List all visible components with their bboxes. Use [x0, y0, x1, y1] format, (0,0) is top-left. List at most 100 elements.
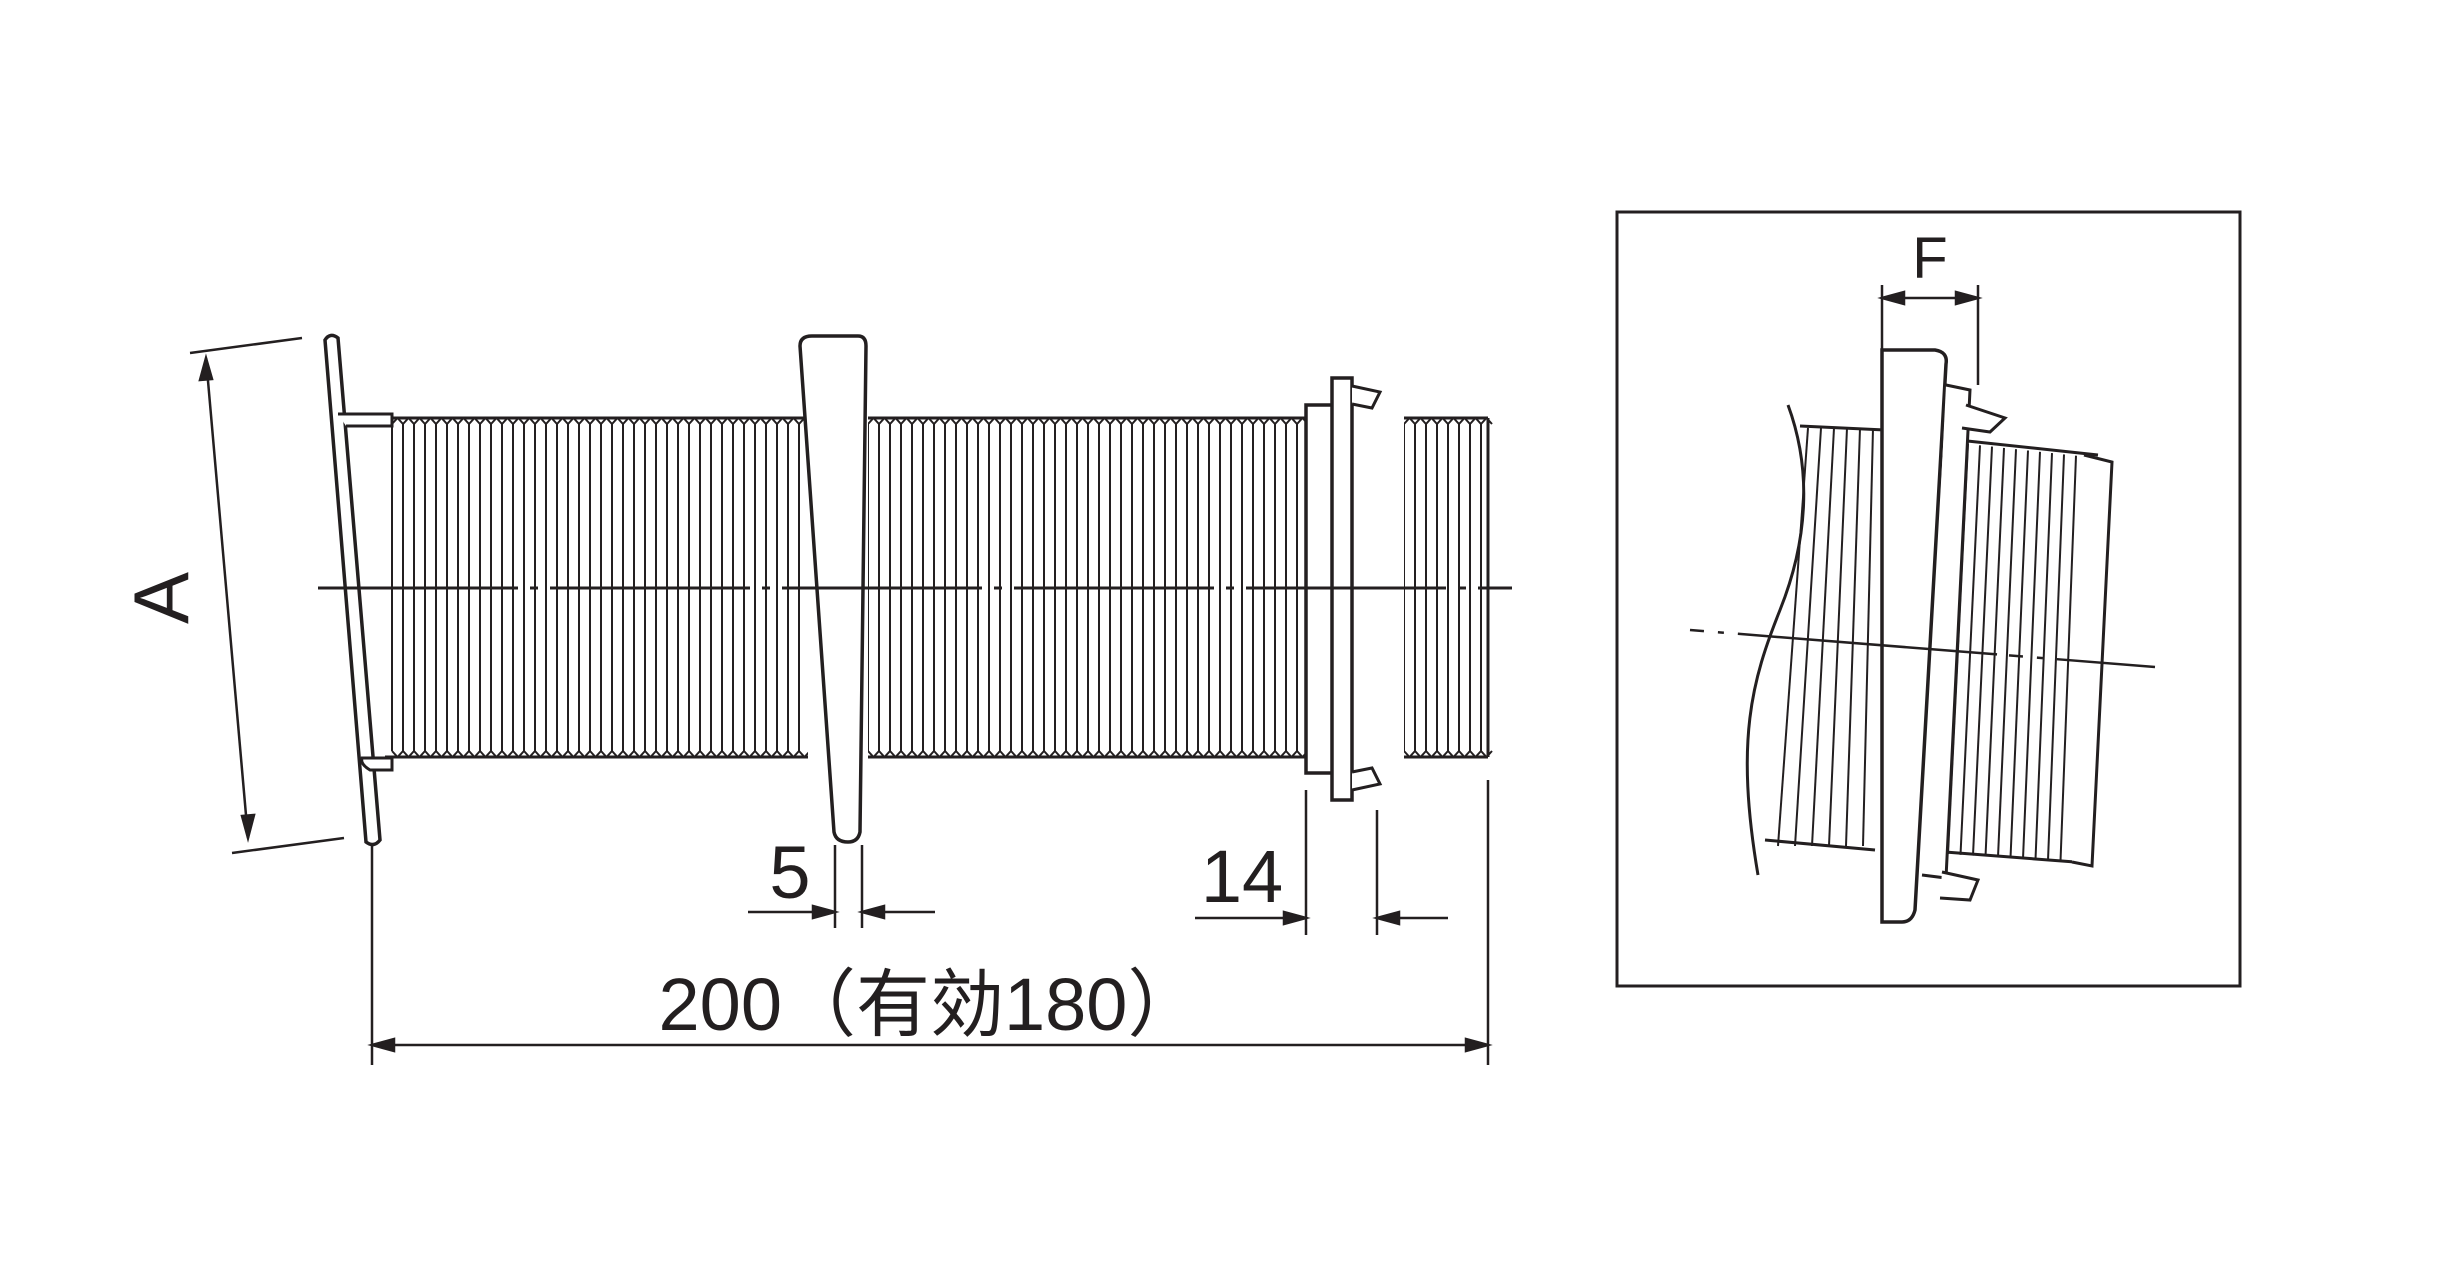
- thread-crest: [1131, 416, 1144, 425]
- thread-crest: [721, 416, 734, 425]
- thread-crest: [666, 750, 679, 759]
- thread-crest: [402, 416, 415, 425]
- thread-crest: [523, 416, 536, 425]
- thread-crest: [1252, 750, 1265, 759]
- thread-crest: [446, 750, 459, 759]
- thread-crest: [1197, 416, 1210, 425]
- thread-crest: [501, 750, 514, 759]
- thread-crest: [1480, 750, 1493, 759]
- thread-crest: [435, 750, 448, 759]
- thread-crest: [1032, 750, 1045, 759]
- thread-crest: [1076, 416, 1089, 425]
- thread-crest: [435, 416, 448, 425]
- dimension-5: [748, 845, 935, 928]
- thread-crest: [732, 416, 745, 425]
- thread-crest: [622, 416, 635, 425]
- thread-crest: [1241, 750, 1254, 759]
- thread-crest: [977, 750, 990, 759]
- thread-crest: [878, 750, 891, 759]
- thread-line: [2059, 455, 2077, 862]
- thread-crest: [402, 750, 415, 759]
- thread-crest: [468, 750, 481, 759]
- thread-crest: [666, 416, 679, 425]
- thread-crest: [1043, 750, 1056, 759]
- thread-crest: [1131, 750, 1144, 759]
- thread-crest: [900, 750, 913, 759]
- thread-crest: [889, 416, 902, 425]
- thread-crest: [1219, 750, 1232, 759]
- thread-crest: [867, 416, 880, 425]
- thread-line: [2022, 451, 2041, 859]
- thread-line: [1984, 447, 2005, 857]
- thread-crest: [1109, 416, 1122, 425]
- thread-crest: [1120, 750, 1133, 759]
- thread-crest: [944, 416, 957, 425]
- thread-crest: [922, 750, 935, 759]
- dimension-total: [367, 780, 1493, 1065]
- thread-crest: [900, 416, 913, 425]
- thread-crest: [1175, 750, 1188, 759]
- thread-crest: [490, 416, 503, 425]
- thread-crest: [1186, 416, 1199, 425]
- dimension-labels: A 5 14 200（有効180）: [117, 572, 1283, 1046]
- label-dim-5: 5: [769, 831, 810, 914]
- thread-crest: [1208, 750, 1221, 759]
- thread-crest: [1285, 750, 1298, 759]
- thread-crest: [1098, 416, 1111, 425]
- thread-crest: [988, 416, 1001, 425]
- detail-inset: F: [1615, 210, 2242, 988]
- thread-crest: [1120, 416, 1133, 425]
- thread-crest: [688, 750, 701, 759]
- thread-crest: [765, 750, 778, 759]
- thread-crest: [490, 750, 503, 759]
- thread-crest: [655, 750, 668, 759]
- thread-crest: [1425, 750, 1438, 759]
- thread-crest: [867, 750, 880, 759]
- thread-crest: [600, 416, 613, 425]
- thread-crest: [765, 416, 778, 425]
- thread-crest: [878, 416, 891, 425]
- thread-crest: [776, 416, 789, 425]
- thread-crest: [589, 750, 602, 759]
- thread-crest: [1010, 416, 1023, 425]
- thread-crest: [1458, 750, 1471, 759]
- thread-crest: [1447, 750, 1460, 759]
- dimensions: [189, 336, 1493, 1065]
- thread-crest: [479, 750, 492, 759]
- thread-crest: [1403, 416, 1416, 425]
- thread-crest: [1054, 416, 1067, 425]
- thread-crest: [1403, 750, 1416, 759]
- thread-crest: [1175, 416, 1188, 425]
- thread-crest: [413, 750, 426, 759]
- thread-crest: [1447, 416, 1460, 425]
- label-dim-a: A: [117, 572, 205, 624]
- thread-crest: [776, 750, 789, 759]
- thread-crest: [743, 416, 756, 425]
- thread-crest: [501, 416, 514, 425]
- thread-crest: [1186, 750, 1199, 759]
- thread-crest: [699, 416, 712, 425]
- label-dim-f: F: [1912, 226, 1947, 291]
- thread-crest: [457, 416, 470, 425]
- thread-crest: [534, 750, 547, 759]
- thread-crest: [688, 416, 701, 425]
- thread-crest: [567, 750, 580, 759]
- thread-crest: [1142, 750, 1155, 759]
- thread-crest: [933, 750, 946, 759]
- thread-crest: [955, 416, 968, 425]
- thread-crest: [966, 750, 979, 759]
- thread-crest: [446, 416, 459, 425]
- thread-crest: [1087, 416, 1100, 425]
- thread-crest: [1010, 750, 1023, 759]
- thread-crest: [999, 750, 1012, 759]
- thread-crest: [1021, 416, 1034, 425]
- thread-crest: [413, 416, 426, 425]
- thread-crest: [1230, 750, 1243, 759]
- thread-line: [1959, 445, 1981, 855]
- thread-crest: [721, 750, 734, 759]
- thread-crest: [677, 750, 690, 759]
- thread-crest: [1458, 416, 1471, 425]
- thread-crest: [578, 750, 591, 759]
- thread-crest: [391, 416, 404, 425]
